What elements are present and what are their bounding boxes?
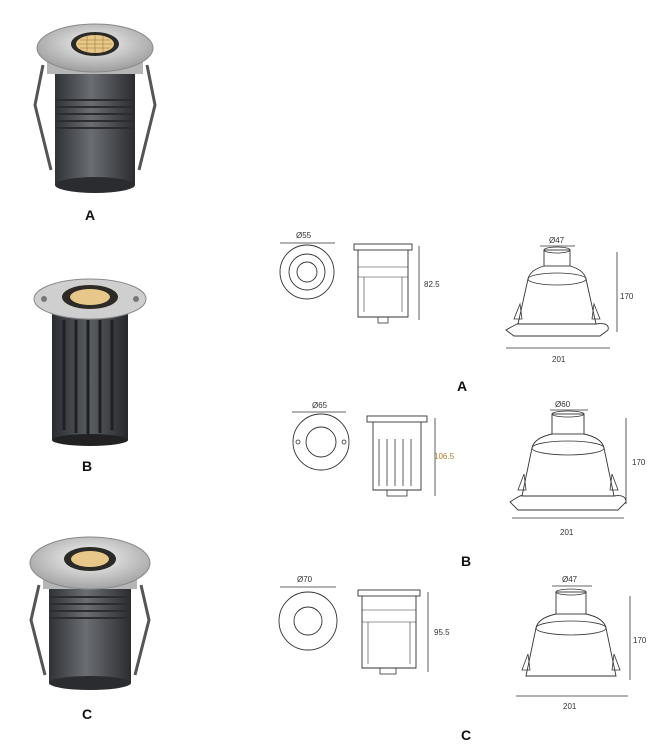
c-sleeve-width-label: 201 — [563, 702, 577, 711]
c-mounting-sleeve-drawing — [516, 585, 631, 697]
product-c-label: C — [82, 706, 93, 722]
b-sleeve-height-label: 170 — [632, 458, 646, 467]
c-sleeve-height-label: 170 — [633, 636, 647, 645]
b-front-view-drawing — [292, 411, 350, 471]
c-drawing-label: C — [461, 727, 472, 743]
a-sleeve-width-label: 201 — [552, 355, 566, 364]
product-c-photo — [25, 525, 155, 695]
a-sleeve-top-diameter-label: Ø47 — [549, 236, 565, 245]
product-a-label: A — [85, 207, 96, 223]
b-mounting-sleeve-drawing — [509, 409, 627, 519]
a-mounting-sleeve-drawing — [505, 245, 618, 349]
a-drawing-label: A — [457, 378, 468, 394]
a-side-view-drawing — [353, 243, 420, 324]
b-side-view-drawing — [366, 415, 436, 497]
product-a-photo — [25, 10, 165, 200]
c-front-diameter-label: Ø70 — [297, 575, 313, 584]
a-side-height-label: 82.5 — [424, 280, 440, 289]
a-front-view-drawing — [279, 242, 335, 300]
b-drawing-label: B — [461, 553, 472, 569]
c-side-height-label: 95.5 — [434, 628, 450, 637]
b-side-height-label: 106.5 — [434, 452, 455, 461]
c-side-view-drawing — [357, 589, 429, 675]
b-sleeve-width-label: 201 — [560, 528, 574, 537]
product-b-photo — [30, 275, 150, 450]
c-front-view-drawing — [278, 586, 338, 651]
a-sleeve-height-label: 170 — [620, 292, 634, 301]
a-front-diameter-label: Ø55 — [296, 231, 312, 240]
b-front-diameter-label: Ø65 — [312, 401, 328, 410]
c-sleeve-top-diameter-label: Ø47 — [562, 575, 578, 584]
product-b-label: B — [82, 458, 93, 474]
b-sleeve-top-diameter-label: Ø60 — [555, 400, 571, 409]
